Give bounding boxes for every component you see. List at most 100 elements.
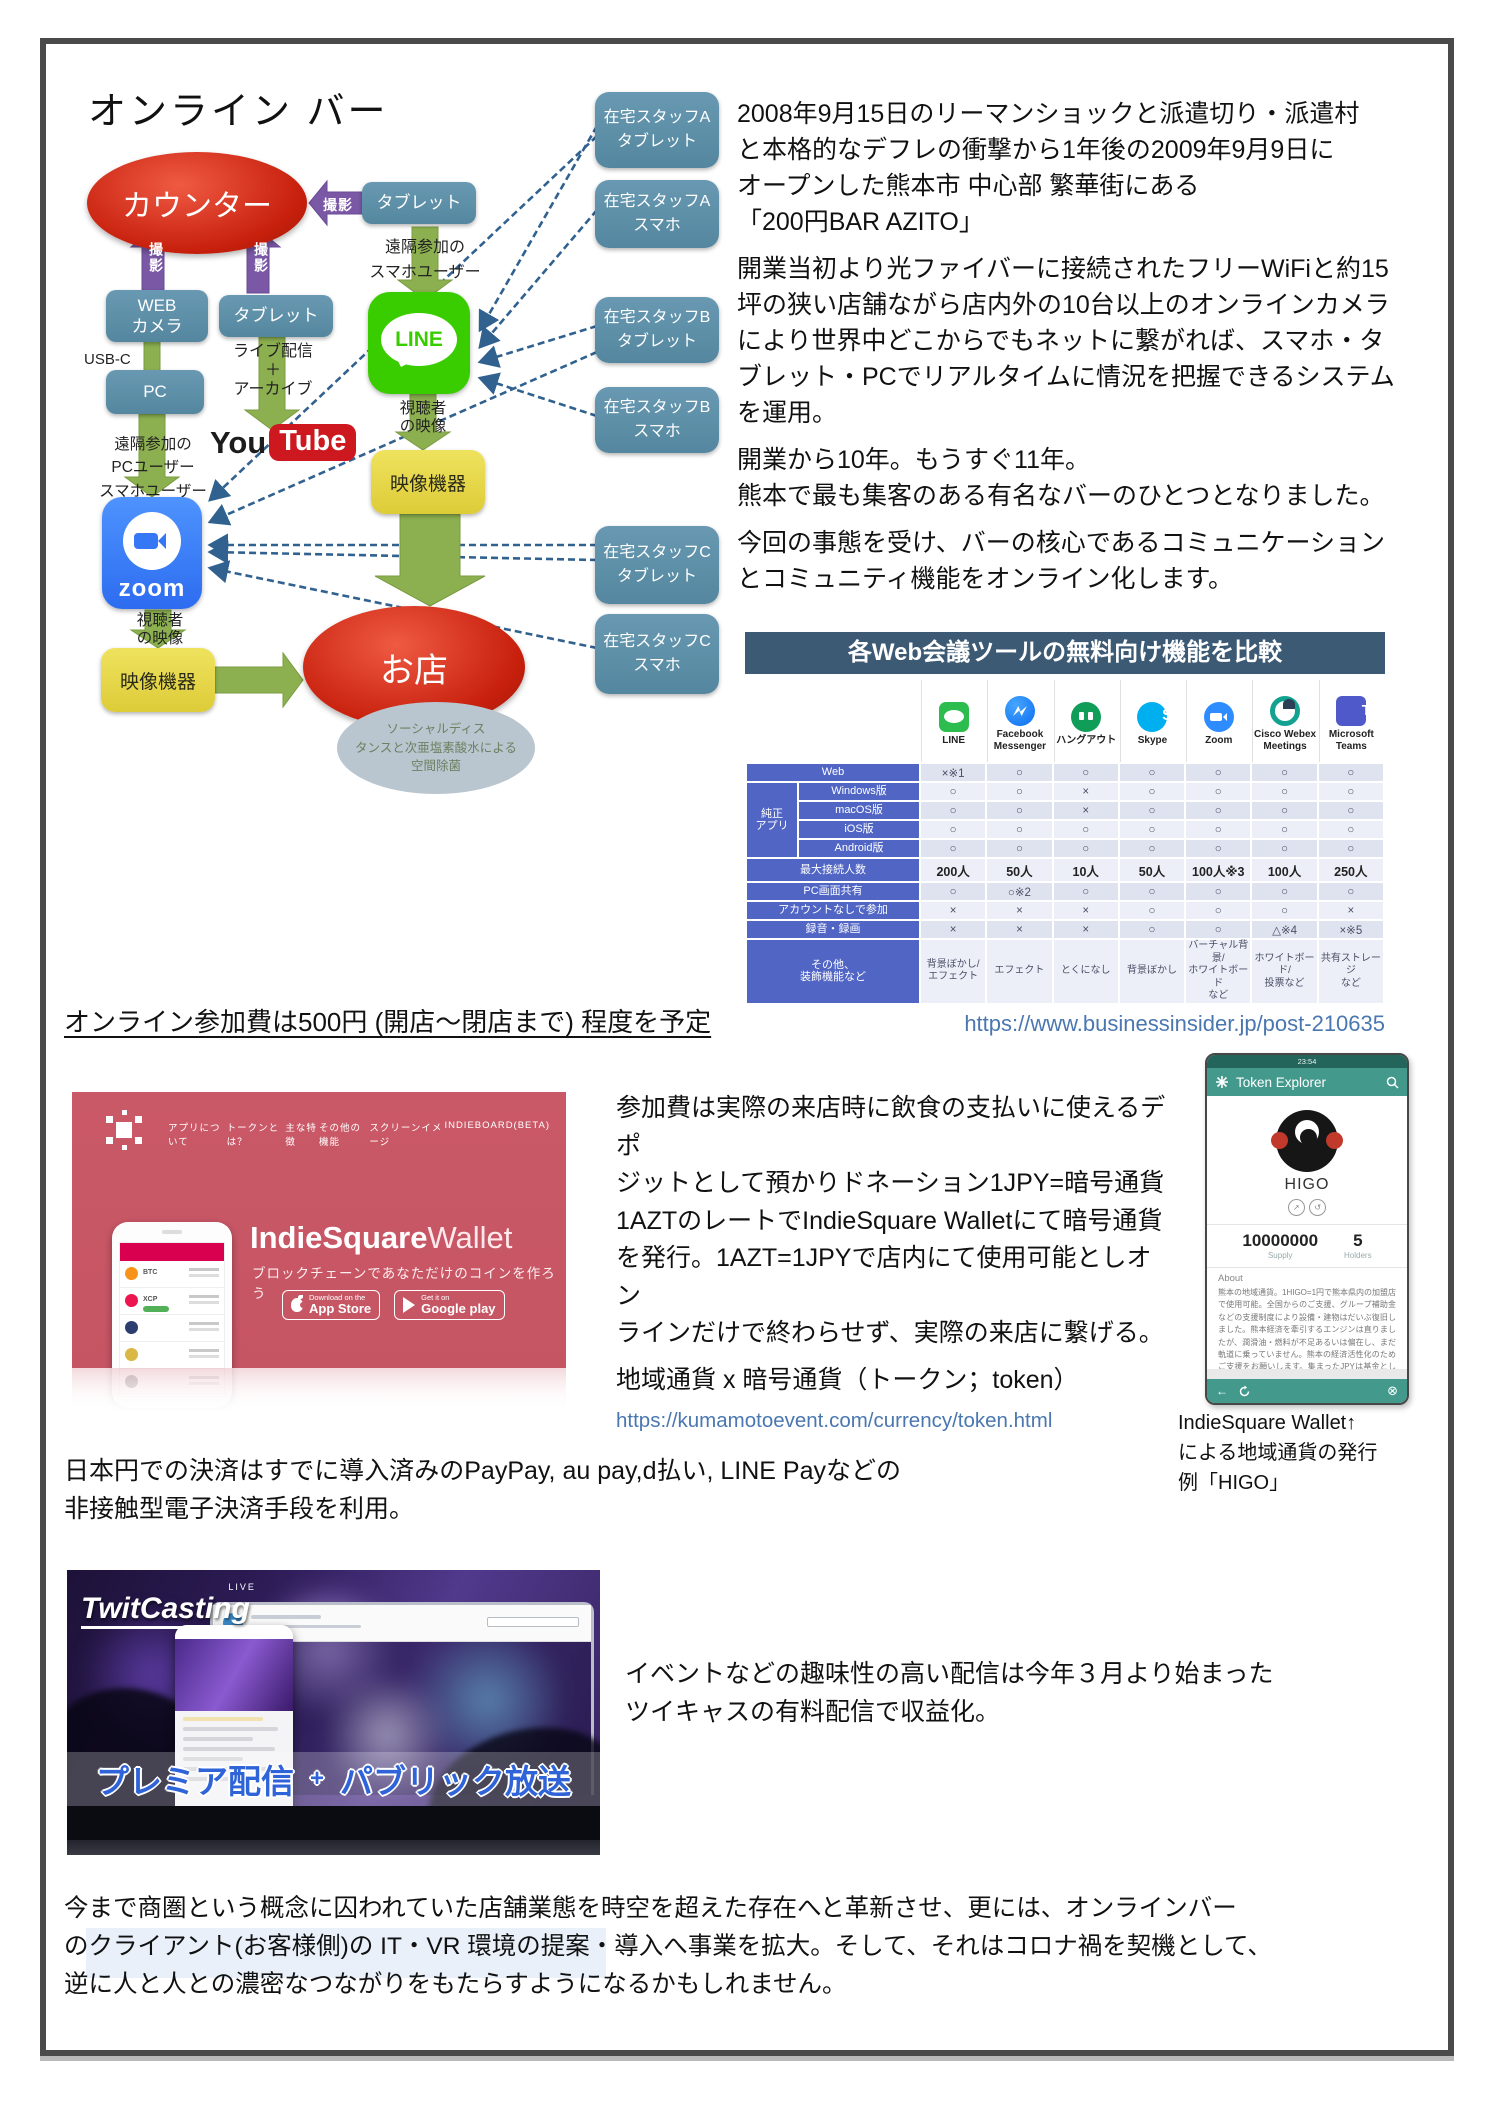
token-explorer-header: Token Explorer: [1207, 1068, 1407, 1096]
usb-c-label: USB-C: [84, 351, 131, 368]
skype-tool-icon: [1137, 701, 1182, 732]
tool-name: Cisco Webex Meetings: [1254, 729, 1317, 752]
twitcasting-image: TwitCasting LIVE プレミア配信 + パブリック放送: [67, 1570, 600, 1855]
hangouts-tool-icon: [1071, 701, 1102, 732]
supply-value: 10000000: [1242, 1231, 1319, 1250]
comparison-table-title: 各Web会議ツールの無料向け機能を比較: [745, 632, 1385, 674]
coin-btc: BTC: [143, 1269, 158, 1276]
nav-about-app: アプリについて: [168, 1123, 221, 1148]
live-archive-label: ライブ配信 ＋ アーカイブ: [232, 343, 313, 399]
table-row: PC画面共有 ○○※2○○○○○: [747, 883, 1383, 900]
wallet-coin-row: [120, 1315, 224, 1342]
staff-box-b-smartphone-label: 在宅スタッフB スマホ: [603, 399, 711, 440]
google-play-small-text: Get it on: [421, 1292, 450, 1302]
token-stats: 10000000 Supply 5 Holders: [1207, 1231, 1407, 1260]
native-app-group-label: 純正 アプリ: [747, 783, 797, 857]
holders-label: Holders: [1344, 1251, 1372, 1260]
tablet-node-mid-label: タブレット: [233, 306, 319, 326]
line-app-icon: LINE: [368, 292, 470, 394]
comparison-table: LINE Facebook Messenger ハングアウト Skype Zoo…: [745, 678, 1385, 1005]
higo-token-logo: [1271, 1110, 1343, 1172]
google-play-big-text: Google play: [421, 1300, 496, 1316]
staff-box-a-smartphone: 在宅スタッフA スマホ: [595, 180, 719, 248]
indiesquare-nav: アプリについて トークンとは？ 主な特徴 その他の機能 スクリーンイメージ IN…: [168, 1120, 550, 1148]
closing-text: 今まで商圏という概念に囚われていた店舗業態を時空を超えた存在へと革新させ、更には…: [64, 1895, 1272, 1998]
twitcasting-logo-text: TwitCasting: [81, 1592, 250, 1629]
diagram-title: オンライン バー: [88, 91, 389, 133]
nav-indieboard: INDIEBOARD(BETA): [444, 1120, 550, 1131]
token-explorer-phone: 23:54 Token Explorer HIGO ↗ ↺ 10000000 S…: [1205, 1053, 1409, 1405]
token-history-icon[interactable]: ↺: [1309, 1199, 1327, 1216]
laptop-browser-bar: [213, 1605, 591, 1642]
tablet-node-mid: タブレット: [219, 295, 333, 337]
close-icon[interactable]: ⊗: [1387, 1383, 1398, 1398]
indiesquare-subtitle: ブロックチェーンであなただけのコインを作ろう: [252, 1266, 556, 1301]
wallet-app-header: [120, 1243, 224, 1261]
wallet-coin-row: BTC: [120, 1261, 224, 1288]
line-logo-text: LINE: [381, 313, 457, 366]
nav-screen-image: スクリーンイメージ: [369, 1123, 443, 1148]
tool-name: Facebook Messenger: [993, 729, 1047, 752]
back-icon[interactable]: ←: [1216, 1384, 1228, 1398]
tool-name: Skype: [1137, 734, 1168, 746]
intro-paragraph-1: 2008年9月15日のリーマンショックと派遣切り・派遣村 と本格的なデフレの衝撃…: [737, 100, 1360, 236]
viewer-video-right-label: 視聴者 の映像: [399, 400, 447, 435]
token-name: HIGO: [1284, 1176, 1330, 1193]
table-row: macOS版 ○○×○○○○: [747, 802, 1383, 819]
token-action-buttons: ↗ ↺: [1207, 1197, 1407, 1216]
purple-arrow-label-1: 撮影: [148, 242, 164, 274]
webcam-node-label: WEB カメラ: [131, 295, 183, 336]
purple-arrow-label-2: 撮影: [253, 242, 269, 274]
youtube-you-text: You: [210, 424, 267, 460]
refresh-icon[interactable]: [1238, 1385, 1251, 1398]
counter-node: カウンター: [87, 152, 307, 254]
table-row: Android版 ○○○○○○○: [747, 840, 1383, 857]
google-play-icon: [403, 1297, 416, 1313]
staff-box-b-tablet: 在宅スタッフB タブレット: [595, 297, 719, 363]
token-share-icon[interactable]: ↗: [1287, 1199, 1305, 1216]
table-row: その他、 装飾機能など 背景ぼかし/ エフェクトエフェクトとくになし背景ぼかしバ…: [747, 940, 1383, 1003]
table-row: 純正 アプリ Windows版 ○○×○○○○: [747, 783, 1383, 857]
businessinsider-link[interactable]: https://www.businessinsider.jp/post-2106…: [964, 1010, 1385, 1036]
headline-bold: IndieSquare: [250, 1220, 428, 1255]
search-icon[interactable]: [1386, 1076, 1399, 1089]
tool-name: Microsoft Teams: [1328, 729, 1374, 752]
headline-light: Wallet: [427, 1220, 513, 1255]
tool-name: Zoom: [1205, 734, 1233, 746]
shop-node: お店: [303, 606, 525, 728]
staff-box-a-tablet-label: 在宅スタッフA タブレット: [603, 109, 711, 150]
staff-box-c-smartphone-label: 在宅スタッフC スマホ: [603, 633, 711, 674]
staff-box-a-smartphone-label: 在宅スタッフA スマホ: [603, 193, 711, 234]
intro-paragraph-3: 開業から10年。もうすぐ11年。 熊本で最も集客のある有名なバーのひとつとなりま…: [737, 446, 1385, 510]
holders-value: 5: [1353, 1231, 1363, 1250]
kumamoto-token-link[interactable]: https://kumamotoevent.com/currency/token…: [616, 1408, 1053, 1432]
sanitization-note-text: ソーシャルディス タンスと次亜塩素酸水による 空間除菌: [355, 721, 517, 774]
nav-what-is-token: トークンとは？: [226, 1123, 280, 1148]
caption-band: プレミア配信 + パブリック放送: [67, 1752, 600, 1806]
status-time: 23:54: [1297, 1057, 1317, 1066]
zoom-tool-icon: [1203, 701, 1234, 732]
twitcasting-live-text: LIVE: [228, 1582, 256, 1592]
streaming-text: イベントなどの趣味性の高い配信は今年３月より始まった ツイキャスの有料配信で収益…: [625, 1660, 1274, 1726]
staff-box-c-smartphone: 在宅スタッフC スマホ: [595, 614, 719, 694]
phone-status-bar: 23:54: [1207, 1055, 1407, 1068]
apple-icon: [291, 1295, 306, 1312]
plus-sign: +: [309, 1765, 324, 1792]
table-row: アカウントなしで参加 ×××○○○×: [747, 902, 1383, 919]
payment-text: 日本円での決済はすでに導入済みのPayPay, au pay,d払い, LINE…: [64, 1457, 901, 1523]
public-caption: パブリック放送: [340, 1763, 571, 1800]
banner-fade: [72, 1368, 566, 1420]
webconf-comparison: 各Web会議ツールの無料向け機能を比較 LINE Facebook Messen…: [745, 632, 1385, 1037]
deposit-text-block: 参加費は実際の来店時に飲食の支払いに使えるデポ ジットとして預かりドネーション1…: [616, 1090, 1176, 1433]
faint-remnant: [86, 1928, 606, 1978]
token-explorer-logo-icon: [1216, 1076, 1228, 1088]
token-explorer-title: Token Explorer: [1236, 1074, 1327, 1090]
purple-arrow-label-3: 撮影: [323, 197, 353, 213]
nav-other-functions: その他の機能: [318, 1123, 361, 1148]
video-equipment-right-node: 映像機器: [371, 450, 485, 514]
wallet-coin-row: [120, 1342, 224, 1369]
wallet-coin-row: XCP: [120, 1288, 224, 1315]
premier-caption: プレミア配信: [95, 1763, 294, 1800]
phone-bottom-bar: ← ⊗: [1207, 1379, 1407, 1403]
